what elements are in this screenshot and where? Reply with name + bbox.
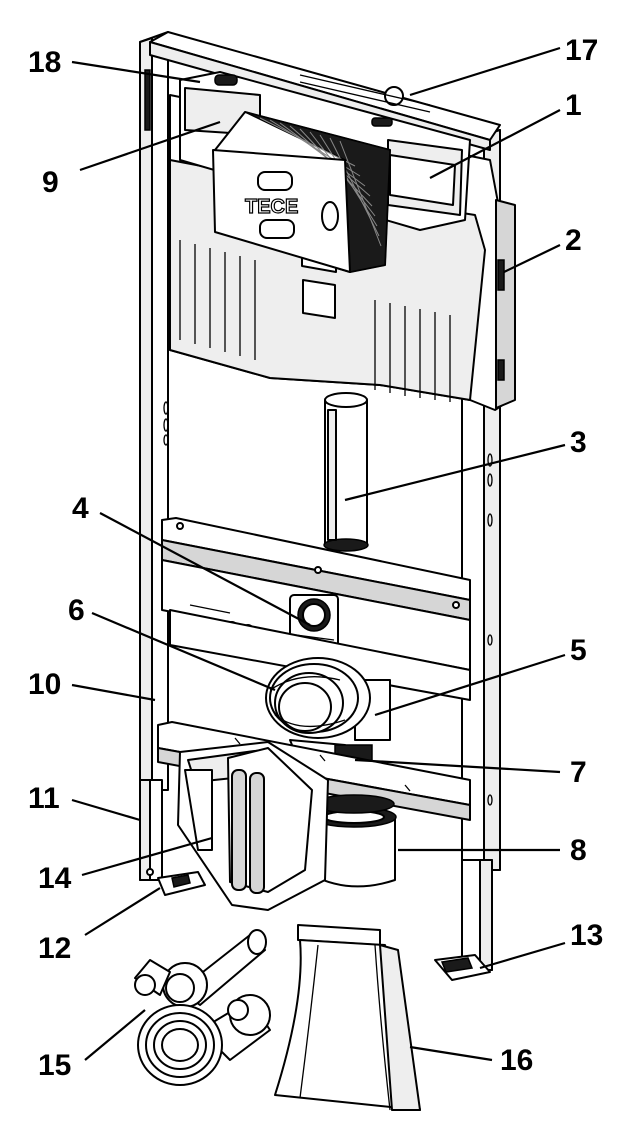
callout-5: 5: [570, 634, 587, 667]
callout-8: 8: [570, 834, 587, 867]
leader-9: [79, 120, 221, 172]
callout-9: 9: [42, 166, 59, 199]
callout-leaders: [71, 46, 566, 1062]
left-leg: [139, 779, 163, 881]
drain-stub: [311, 794, 397, 888]
leader-5: [374, 653, 566, 717]
callout-17: 17: [565, 34, 598, 67]
callout-15: 15: [38, 1049, 71, 1082]
leader-17: [409, 46, 561, 97]
callout-7: 7: [570, 756, 587, 789]
flush-cover: TECE: [212, 111, 391, 273]
callout-1: 1: [565, 89, 582, 122]
protective-bag: [274, 924, 421, 1111]
leader-16: [409, 1045, 493, 1062]
leader-13: [479, 941, 566, 970]
callout-13: 13: [570, 919, 603, 952]
leader-11: [71, 798, 141, 822]
drain-assembly: [169, 609, 471, 771]
leader-3: [344, 443, 566, 502]
leader-15: [84, 1009, 146, 1061]
leader-10: [71, 683, 156, 702]
flush-pipe: [323, 392, 369, 552]
callout-4: 4: [72, 492, 89, 525]
brand-label: TECE: [245, 196, 298, 218]
callout-11: 11: [28, 782, 60, 815]
callout-18: 18: [28, 46, 61, 79]
accessory-connectors: [134, 929, 271, 1086]
callout-14: 14: [38, 862, 72, 895]
callout-6: 6: [68, 594, 85, 627]
callout-16: 16: [500, 1044, 533, 1077]
leader-2: [503, 244, 561, 273]
leader-14: [81, 836, 213, 877]
protective-cap: [177, 741, 329, 911]
leader-7: [354, 758, 561, 774]
leader-6: [91, 611, 276, 692]
leader-18: [71, 60, 201, 84]
leader-4: [99, 512, 311, 626]
callout-2: 2: [565, 224, 582, 257]
right-leg: [461, 859, 493, 971]
callout-12: 12: [38, 932, 71, 965]
left-foot: [157, 871, 206, 896]
left-upright: [139, 31, 169, 791]
callout-numbers: 18 17 1 9 2 3 4 6 5 10 7 11 8 14 12 13 1…: [28, 34, 603, 1082]
leader-1: [429, 109, 561, 179]
right-foot: [434, 954, 491, 981]
leader-12: [84, 887, 161, 936]
callout-3: 3: [570, 426, 587, 459]
cistern-ribs-right: [374, 300, 451, 402]
callout-10: 10: [28, 668, 61, 701]
cistern-ribs-left: [179, 240, 256, 360]
